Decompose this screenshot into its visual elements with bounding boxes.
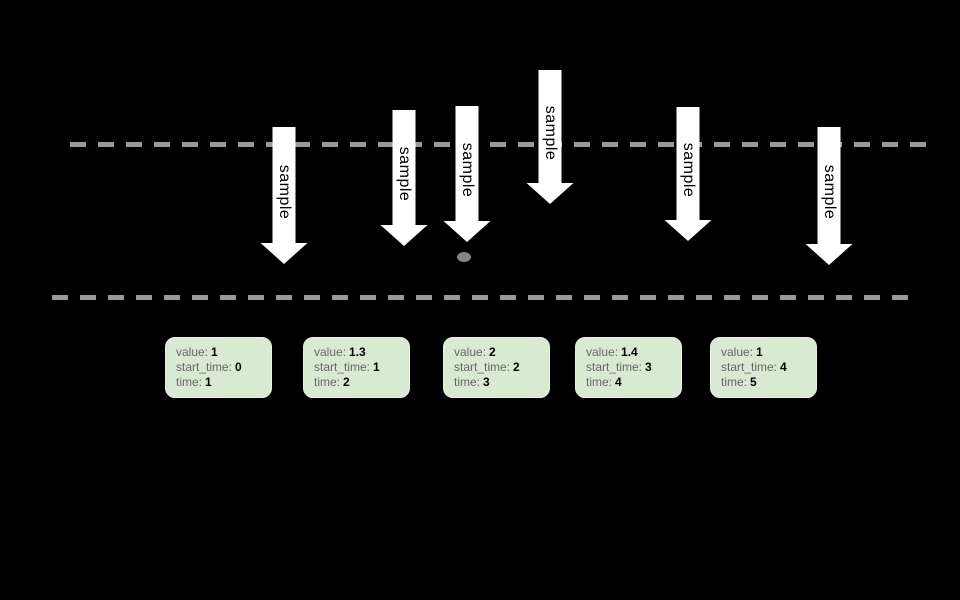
sample-arrow-1: sample (260, 127, 308, 264)
value-field: value:1.4 (586, 345, 671, 360)
value-value: 1.4 (621, 345, 638, 359)
sample-record-card-4: value:1.4 start_time:3 time:4 (575, 337, 682, 398)
sample-arrow-3: sample (443, 106, 491, 242)
sample-arrow-5: sample (664, 107, 712, 241)
time-label: time: (721, 375, 748, 389)
sample-arrow-2: sample (380, 110, 428, 246)
time-value: 3 (483, 375, 490, 389)
down-arrow-icon (805, 127, 853, 265)
down-arrow-icon (260, 127, 308, 264)
value-label: value: (176, 345, 209, 359)
start-time-label: start_time: (586, 360, 643, 374)
time-label: time: (586, 375, 613, 389)
time-value: 5 (750, 375, 757, 389)
time-field: time:3 (454, 375, 539, 390)
value-label: value: (454, 345, 487, 359)
value-field: value:1 (721, 345, 806, 360)
value-value: 1 (756, 345, 763, 359)
time-label: time: (454, 375, 481, 389)
time-label: time: (176, 375, 203, 389)
upper-dashed-threshold-line (70, 142, 926, 147)
start-time-value: 0 (235, 360, 242, 374)
time-field: time:1 (176, 375, 261, 390)
sample-point-dot (457, 252, 471, 262)
time-field: time:2 (314, 375, 399, 390)
value-label: value: (586, 345, 619, 359)
down-arrow-icon (664, 107, 712, 241)
value-field: value:1 (176, 345, 261, 360)
start-time-value: 4 (780, 360, 787, 374)
value-field: value:1.3 (314, 345, 399, 360)
time-field: time:4 (586, 375, 671, 390)
start-time-field: start_time:4 (721, 360, 806, 375)
down-arrow-icon (380, 110, 428, 246)
start-time-value: 3 (645, 360, 652, 374)
sample-arrow-4: sample (526, 70, 574, 204)
value-value: 2 (489, 345, 496, 359)
time-value: 4 (615, 375, 622, 389)
value-value: 1 (211, 345, 218, 359)
time-value: 1 (205, 375, 212, 389)
start-time-value: 1 (373, 360, 380, 374)
start-time-field: start_time:1 (314, 360, 399, 375)
sample-arrow-6: sample (805, 127, 853, 265)
sample-record-card-2: value:1.3 start_time:1 time:2 (303, 337, 410, 398)
sample-record-card-1: value:1 start_time:0 time:1 (165, 337, 272, 398)
time-value: 2 (343, 375, 350, 389)
down-arrow-icon (526, 70, 574, 204)
start-time-label: start_time: (176, 360, 233, 374)
start-time-field: start_time:2 (454, 360, 539, 375)
time-label: time: (314, 375, 341, 389)
start-time-field: start_time:0 (176, 360, 261, 375)
down-arrow-icon (443, 106, 491, 242)
start-time-label: start_time: (454, 360, 511, 374)
lower-dashed-baseline (52, 295, 910, 300)
value-value: 1.3 (349, 345, 366, 359)
start-time-field: start_time:3 (586, 360, 671, 375)
value-label: value: (314, 345, 347, 359)
time-field: time:5 (721, 375, 806, 390)
value-field: value:2 (454, 345, 539, 360)
sample-record-card-3: value:2 start_time:2 time:3 (443, 337, 550, 398)
sample-record-card-5: value:1 start_time:4 time:5 (710, 337, 817, 398)
start-time-value: 2 (513, 360, 520, 374)
start-time-label: start_time: (721, 360, 778, 374)
start-time-label: start_time: (314, 360, 371, 374)
value-label: value: (721, 345, 754, 359)
